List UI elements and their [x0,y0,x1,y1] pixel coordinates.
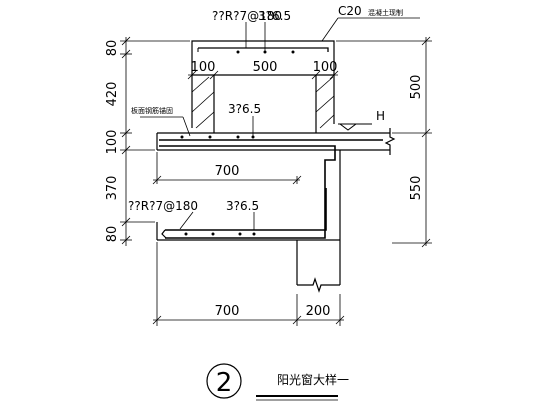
dim-tick [121,128,131,138]
dim-tick [311,70,321,80]
dim-tick [292,175,302,185]
dim-inner-500: 500 [253,60,278,75]
top-cap-rebar [198,47,329,52]
level-triangle [339,123,357,131]
concrete-grade-label: C20 [338,4,362,18]
title-number-circle [206,363,242,399]
column-break-symbol [297,277,340,293]
ledge-top-rebar [165,188,327,231]
rebar-dot [252,232,256,236]
dim-tick [121,217,131,227]
ledge-hook [161,229,167,239]
dim-wall-left: 100 [191,60,216,75]
bottom-dimension-chain [152,242,345,326]
dim-bottom-700: 700 [215,304,240,319]
concrete-note-label: 混凝土现制 [368,8,403,17]
right-dimension-chain [336,36,432,248]
dim-tick [121,235,131,245]
dim-right-550: 550 [409,176,424,201]
hatch-line [191,76,210,93]
dim-tick [209,70,219,80]
rebar-dot [236,135,240,139]
leader-concrete-diag [321,17,339,42]
dim-tick [421,36,431,46]
dim-tick [121,49,131,59]
left-dimension-chain [120,36,190,246]
low-bar-label: 3?6.5 [226,199,259,213]
dim-ledge-700: 700 [215,164,240,179]
title-number: 2 [216,368,233,398]
dim-tick [421,238,431,248]
title-text: 阳光窗大样一 [277,372,349,387]
hatch-line [319,114,335,129]
dim-tick [152,175,162,185]
hatch-line [315,95,335,113]
dim-left-80-bottom: 80 [105,226,120,243]
rebar-dot [208,135,212,139]
leader-mid-note-down [182,116,191,137]
rebar-dot [236,50,240,54]
dim-tick [152,315,162,325]
hatch-line [195,111,215,129]
rebar-dots [180,50,295,236]
reinforcement [159,47,383,239]
ledge-dimension [152,152,302,185]
top-cap-outline [191,40,335,75]
rebar-dot [184,232,188,236]
mid-bar-label: 3?6.5 [228,102,261,116]
top-bar-label: 3?6.5 [258,9,291,23]
leader-low-rebar [179,211,194,230]
structure-outline [156,40,396,293]
wall-hatching [191,76,335,129]
hatch-line [191,91,215,113]
dim-left-370: 370 [105,176,120,201]
top-wall-dimension-chain [187,70,339,80]
slab-bottom-rebar [159,145,336,239]
leaders [140,17,420,230]
dim-tick [329,70,339,80]
level-mark [338,123,372,131]
dim-wall-right: 100 [313,60,338,75]
dim-tick [121,145,131,155]
rebar-dot [238,232,242,236]
dim-bottom-200: 200 [306,304,331,319]
rebar-dot [180,135,184,139]
dim-tick [187,70,197,80]
dim-left-80-top: 80 [105,40,120,57]
dim-tick [335,315,345,325]
rebar-dot [291,50,295,54]
top-rebar-label: ??R?7@180 [212,9,282,23]
dim-tick [121,36,131,46]
slab-break-symbol [384,128,396,155]
dim-tick [292,315,302,325]
dim-left-100: 100 [105,130,120,155]
mid-note-label: 板面钢筋锚固 [131,106,173,115]
hatch-line [315,76,334,93]
dim-left-420: 420 [105,82,120,107]
level-mark-label: H [376,109,385,123]
dim-right-500: 500 [409,75,424,100]
rebar-dot [211,232,215,236]
title-block: 2 阳光窗大样一 [206,363,349,401]
dim-tick [421,128,431,138]
low-rebar-label: ??R?7@180 [128,199,198,213]
